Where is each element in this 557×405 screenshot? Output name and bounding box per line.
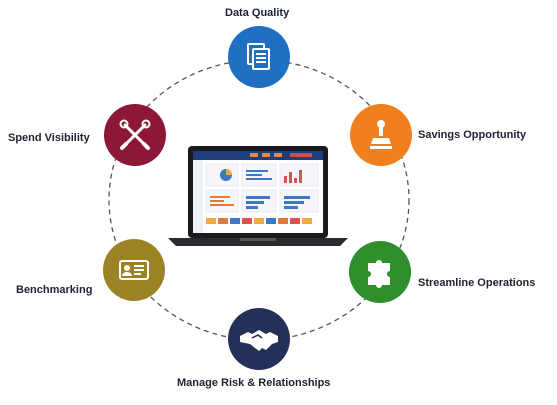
node-streamline-operations <box>349 241 411 303</box>
node-data-quality <box>228 26 290 88</box>
node-savings-opportunity <box>350 104 412 166</box>
node-label: Spend Visibility <box>8 132 90 144</box>
node-label: Manage Risk & Relationships <box>177 377 331 389</box>
id-card-icon <box>119 260 149 280</box>
handshake-icon <box>240 330 278 351</box>
node-label: Savings Opportunity <box>418 129 527 141</box>
tools-icon <box>119 119 151 150</box>
stamp-icon <box>370 120 392 149</box>
laptop-illustration <box>168 146 348 246</box>
node-spend-visibility <box>104 104 166 166</box>
node-label: Benchmarking <box>16 284 93 296</box>
documents-icon <box>247 43 270 70</box>
puzzle-icon <box>368 260 390 288</box>
node-label: Streamline Operations <box>418 277 536 289</box>
node-benchmarking <box>103 239 165 301</box>
node-manage-risk <box>228 308 290 370</box>
node-label: Data Quality <box>225 7 290 19</box>
